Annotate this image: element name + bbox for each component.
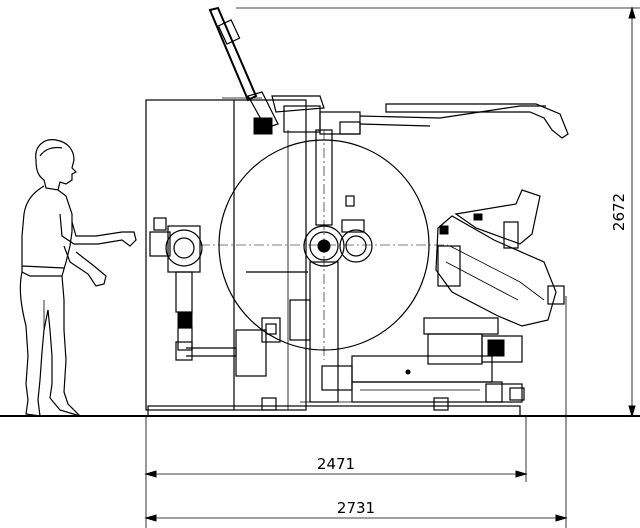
dimension-width-overall: 2731 [144, 296, 568, 528]
hub-assembly [303, 195, 373, 267]
human-figure [19, 139, 137, 417]
inner-width-dimension-label: 2471 [317, 455, 355, 473]
left-arm [149, 217, 281, 377]
overall-width-dimension-label: 2731 [337, 499, 375, 517]
dimension-width-inner: 2471 [144, 416, 528, 528]
height-dimension-label: 2672 [610, 193, 628, 231]
top-boom [208, 6, 569, 139]
base-assembly [321, 317, 525, 403]
right-head-unit [435, 189, 565, 327]
dimension-height: 2672 [236, 6, 640, 418]
floor-plate [147, 397, 521, 417]
